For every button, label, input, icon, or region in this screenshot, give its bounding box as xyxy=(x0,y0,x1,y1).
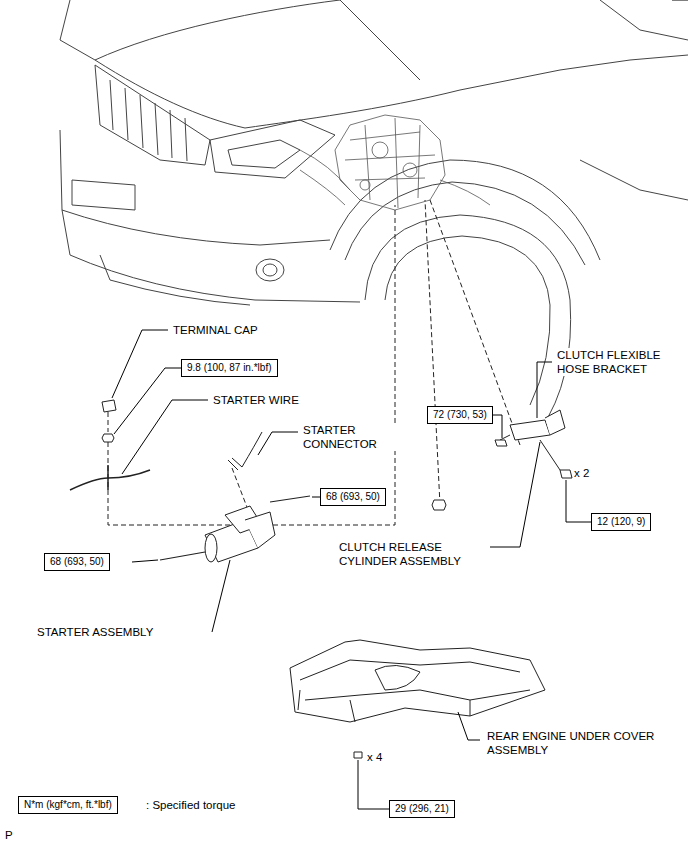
torque-value: 68 (693, 50) xyxy=(326,491,380,503)
torque-value: 29 (296, 21) xyxy=(395,803,449,815)
leader-line xyxy=(112,330,168,398)
part-name: REAR ENGINE UNDER COVER ASSEMBLY xyxy=(486,729,658,757)
torque-value: N*m (kgf*cm, ft.*lbf) xyxy=(24,799,112,811)
rear-engine-under-cover xyxy=(354,752,362,758)
torque-value: 72 (730, 53) xyxy=(433,409,487,421)
part-name: CLUTCH RELEASE CYLINDER ASSEMBLY xyxy=(338,540,490,568)
fog-lamp xyxy=(256,259,284,281)
assembly-dashed-line xyxy=(108,412,109,432)
leader-line xyxy=(258,432,298,455)
assembly-dashed-line xyxy=(108,205,395,525)
vehicle-outline xyxy=(245,55,688,128)
vehicle-outline xyxy=(60,0,95,60)
torque-box: 68 (693, 50) xyxy=(320,488,386,506)
leader-line xyxy=(458,712,480,740)
nut xyxy=(102,434,114,442)
vehicle-outline xyxy=(60,130,360,302)
assembly-dashed-line xyxy=(425,200,440,505)
starter-wire xyxy=(107,465,109,490)
vehicle-outline xyxy=(330,160,600,260)
wheel xyxy=(385,236,550,405)
leader-line xyxy=(537,362,552,418)
legend-text: : Specified torque xyxy=(145,798,237,812)
starter-connector xyxy=(242,432,262,467)
engine-compartment xyxy=(335,115,445,210)
clutch-release-cylinder xyxy=(560,470,572,478)
fog-lamp xyxy=(256,259,284,281)
leader-line xyxy=(212,560,230,632)
vehicle-outline xyxy=(95,65,210,165)
leader-line xyxy=(487,442,540,547)
starter-assembly xyxy=(245,512,275,548)
engine-compartment xyxy=(360,180,370,190)
vehicle-outline xyxy=(345,182,585,265)
wheel xyxy=(365,215,571,430)
torque-box: 68 (693, 50) xyxy=(44,553,110,571)
vehicle-outline xyxy=(72,180,135,210)
assembly-dashed-line xyxy=(108,200,520,525)
torque-box: 9.8 (100, 87 in.*lbf) xyxy=(181,359,278,377)
torque-box: 29 (296, 21) xyxy=(389,800,455,818)
vehicle-outline xyxy=(210,120,335,178)
starter-wire xyxy=(70,470,150,490)
torque-box: 72 (730, 53) xyxy=(427,406,493,424)
engine-compartment xyxy=(372,142,388,158)
quantity: x 2 xyxy=(573,466,590,480)
terminal-cap xyxy=(102,400,116,412)
vehicle-outline xyxy=(100,255,250,305)
vehicle-outline xyxy=(62,210,330,245)
engine-compartment xyxy=(300,150,490,205)
part-name: STARTER CONNECTOR xyxy=(302,423,414,451)
wheel xyxy=(365,215,571,430)
starter-assembly xyxy=(205,534,217,562)
torque-value: 9.8 (100, 87 in.*lbf) xyxy=(187,362,272,374)
torque-value: 68 (693, 50) xyxy=(50,556,104,568)
clutch-release-cylinder xyxy=(540,440,560,470)
leader-line xyxy=(566,480,591,522)
vehicle-outline xyxy=(110,80,187,161)
starter-assembly xyxy=(160,552,205,560)
rear-engine-under-cover xyxy=(290,640,545,722)
vehicle-outline xyxy=(95,0,340,60)
leader-line xyxy=(122,400,208,474)
engine-compartment xyxy=(345,118,435,208)
starter-connector xyxy=(228,432,262,470)
terminal-cap xyxy=(102,400,116,412)
clutch-release-cylinder xyxy=(495,440,507,446)
part-name: CLUTCH FLEXIBLE HOSE BRACKET xyxy=(556,348,686,376)
engine-compartment xyxy=(300,115,490,210)
leader-line xyxy=(358,760,389,809)
clutch-release-cylinder xyxy=(545,410,565,435)
clutch-release-cylinder xyxy=(495,410,572,478)
part-name: STARTER ASSEMBLY xyxy=(36,625,154,639)
legend-torque-box: N*m (kgf*cm, ft.*lbf) xyxy=(18,796,118,814)
fog-lamp xyxy=(263,264,277,276)
vehicle-outline xyxy=(228,140,300,168)
rear-engine-under-cover xyxy=(300,660,530,700)
leader-line xyxy=(492,415,502,438)
page-mark xyxy=(672,0,688,1)
starter-wire xyxy=(70,465,150,490)
part-name: TERMINAL CAP xyxy=(172,323,259,337)
leader-line xyxy=(132,560,158,562)
rear-engine-under-cover xyxy=(298,690,470,722)
nut xyxy=(432,500,446,510)
vehicle-outline xyxy=(600,0,688,40)
torque-box: 12 (120, 9) xyxy=(591,513,651,531)
vehicle-outline xyxy=(340,0,420,80)
engine-compartment xyxy=(403,163,417,177)
vehicle-outline xyxy=(60,0,688,305)
part-name: STARTER WIRE xyxy=(212,393,300,407)
vehicle-outline xyxy=(580,160,688,200)
figure-code: P xyxy=(4,828,14,842)
starter-assembly xyxy=(270,496,310,502)
starter-assembly xyxy=(160,496,310,562)
rear-engine-under-cover xyxy=(375,665,420,690)
clutch-release-cylinder xyxy=(510,420,550,440)
leader-line xyxy=(312,497,320,498)
quantity: x 4 xyxy=(366,750,383,764)
starter-connector xyxy=(228,458,242,470)
torque-value: 12 (120, 9) xyxy=(597,516,645,528)
